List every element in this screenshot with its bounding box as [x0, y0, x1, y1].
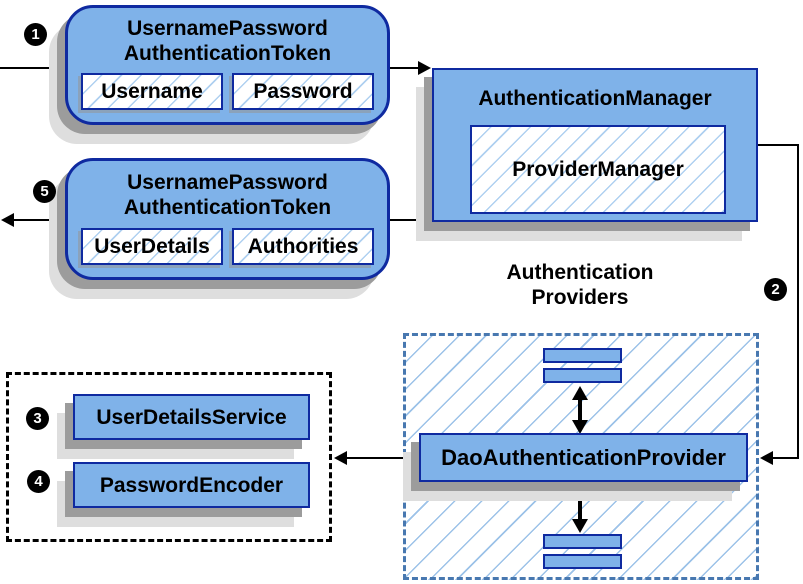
provider-manager-box: ProviderManager — [470, 125, 726, 214]
authentication-manager-box: AuthenticationManager ProviderManager — [432, 68, 758, 222]
authentication-providers-label: Authentication Providers — [430, 260, 730, 310]
token-result-title-line1: UsernamePassword — [127, 171, 328, 194]
token-request-title-line2: AuthenticationToken — [123, 42, 332, 65]
token-request-title-line1: UsernamePassword — [127, 17, 328, 40]
step-badge-1: 1 — [24, 23, 47, 46]
username-field-box: Username — [81, 73, 223, 110]
password-field-box: Password — [232, 73, 374, 110]
providers-label-line1: Authentication — [506, 261, 654, 284]
user-details-service-box: UserDetailsService — [73, 394, 310, 440]
password-encoder-box: PasswordEncoder — [73, 462, 310, 508]
arrowhead-left-icon — [334, 451, 347, 465]
services-group-box — [6, 372, 332, 542]
provider-bar — [543, 368, 622, 383]
provider-bar — [543, 348, 622, 363]
username-password-token-result: UsernamePassword AuthenticationToken Use… — [65, 158, 390, 280]
arrowhead-left-icon — [1, 213, 14, 227]
token-result-title-line2: AuthenticationToken — [123, 196, 332, 219]
step-badge-2: 2 — [764, 278, 787, 301]
arrowhead-left-icon — [760, 451, 773, 465]
authorities-field-box: Authorities — [232, 228, 374, 265]
provider-bar — [543, 534, 622, 549]
providers-label-line2: Providers — [531, 286, 629, 309]
step-badge-4: 4 — [27, 470, 50, 493]
username-password-token-request: UsernamePassword AuthenticationToken Use… — [65, 5, 390, 125]
authentication-manager-title: AuthenticationManager — [478, 87, 712, 110]
dao-authentication-provider-box: DaoAuthenticationProvider — [419, 433, 748, 482]
provider-bar — [543, 554, 622, 569]
arrowhead-right-icon — [418, 61, 431, 75]
userdetails-field-box: UserDetails — [81, 228, 223, 265]
flow-arrow-step2 — [758, 144, 799, 465]
step-badge-5: 5 — [33, 180, 56, 203]
step-badge-3: 3 — [26, 407, 49, 430]
